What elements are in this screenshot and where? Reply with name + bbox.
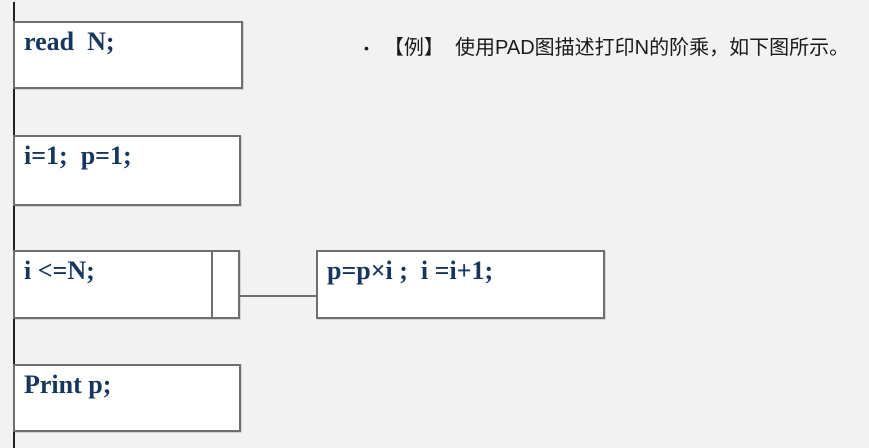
pad-box-init-label: i=1; p=1; (24, 141, 132, 170)
pad-box-while-condition: i <=N; (13, 250, 240, 319)
example-caption: • 【例】 使用PAD图描述打印N的阶乘，如下图所示。 (364, 37, 849, 59)
pad-loop-connector-line (240, 295, 316, 297)
pad-box-loop-body: p=p×i ; i =i+1; (316, 250, 605, 319)
pad-box-read: read N; (13, 21, 243, 89)
example-caption-text: 【例】 使用PAD图描述打印N的阶乘，如下图所示。 (383, 37, 850, 59)
pad-box-print: Print p; (13, 364, 241, 432)
pad-box-read-label: read N; (24, 27, 115, 56)
pad-box-while-condition-label: i <=N; (24, 256, 95, 285)
bullet-icon: • (364, 40, 369, 56)
pad-trunk-line (13, 2, 15, 448)
pad-box-print-label: Print p; (24, 370, 112, 399)
pad-box-loop-body-label: p=p×i ; i =i+1; (327, 256, 494, 285)
pad-box-init: i=1; p=1; (13, 135, 241, 206)
pad-loop-divider-line (211, 250, 213, 319)
